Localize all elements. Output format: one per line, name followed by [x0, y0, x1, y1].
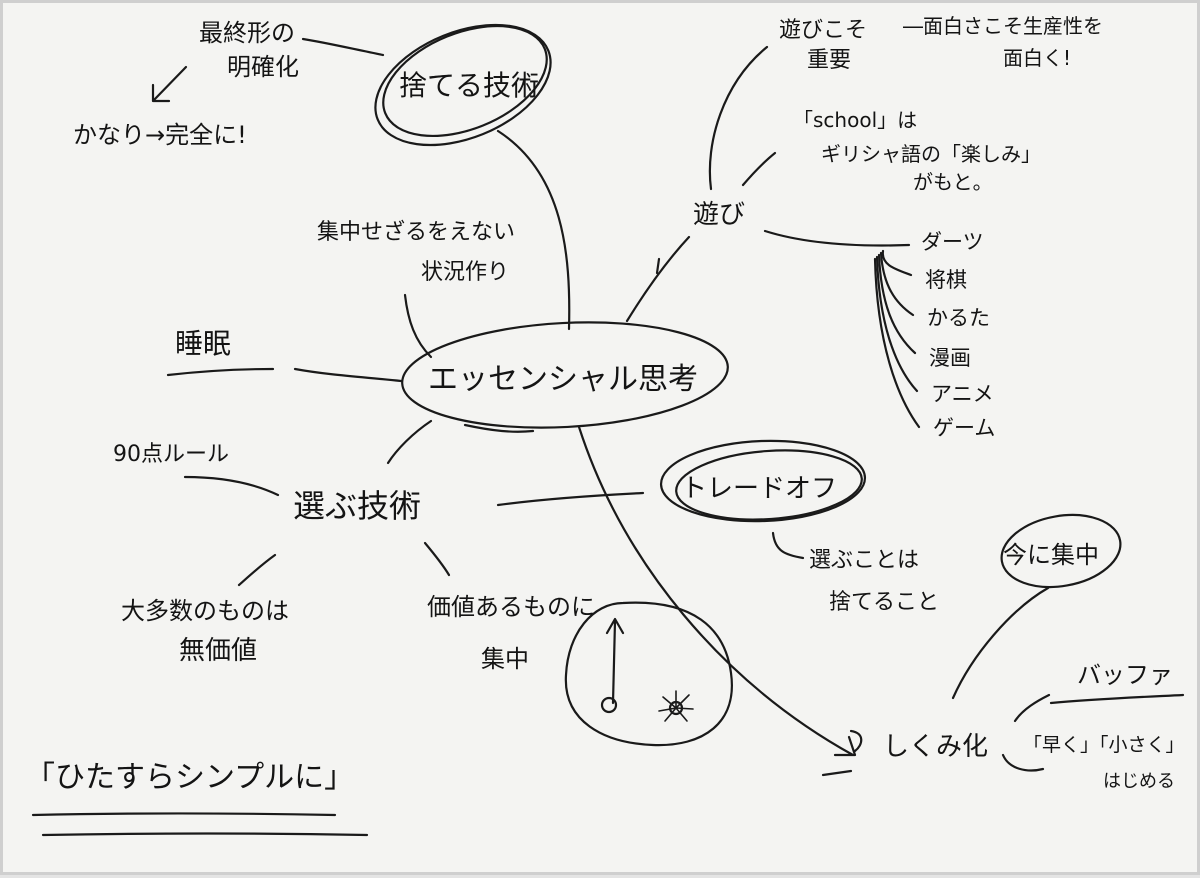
discard-ellipse	[374, 23, 552, 147]
center-label: エッセンシャル思考	[428, 362, 698, 397]
play-item-manga: 漫画	[929, 346, 971, 370]
system-start-line1: 「早く」「小さく」	[1023, 734, 1185, 756]
system-hook	[849, 729, 863, 753]
play-title: 遊び	[693, 200, 745, 230]
link-center-sleep	[293, 367, 403, 383]
tradeoff-label: トレードオフ	[681, 474, 837, 504]
link-choose-tradeoff	[496, 491, 645, 507]
item-line-3	[877, 253, 917, 355]
discard-title: 捨てる技術	[399, 69, 539, 102]
item-line-5	[873, 257, 921, 429]
link-center-discard	[496, 129, 571, 331]
footer-slogan: 「ひたすらシンプルに」	[25, 760, 354, 795]
focus-arrow	[605, 617, 625, 705]
link-center-system	[577, 425, 857, 757]
arrow-goal-complete	[151, 65, 188, 103]
sleep-label: 睡眠	[175, 327, 231, 360]
play-item-darts: ダーツ	[921, 230, 984, 254]
link-tradeoff-note	[771, 531, 805, 560]
play-item-anime: アニメ	[931, 382, 994, 406]
play-school-line3: がもと。	[913, 170, 993, 194]
link-discard-goal	[301, 37, 385, 57]
play-item-game: ゲーム	[933, 416, 995, 440]
choose-majority-line1: 大多数のものは	[121, 597, 289, 625]
buffer-underline	[1049, 693, 1185, 705]
link-center-play	[625, 235, 691, 323]
choose-valuable-line2: 集中	[481, 645, 529, 673]
tradeoff-note-line1: 選ぶことは	[809, 548, 919, 573]
system-title: しくみ化	[883, 732, 988, 762]
discard-note2: かなり→完全に!	[73, 121, 247, 149]
play-note1-line2: 重要	[807, 48, 851, 73]
discard-ellipse-inner	[382, 24, 548, 138]
choose-majority-line2: 無価値	[179, 636, 257, 666]
link-center-focusenv	[403, 293, 433, 359]
focus-env-line1: 集中せざるをえない	[317, 219, 515, 245]
play-note1-extra-line1: ―面白さこそ生産性を	[903, 14, 1103, 38]
footer-underline-1	[31, 812, 337, 817]
play-school-line1: 「school」は	[793, 108, 917, 132]
item-line-4	[875, 255, 919, 393]
center-side-mark	[463, 423, 535, 433]
center-ellipse	[401, 321, 729, 429]
focus-dot	[600, 696, 618, 714]
now-ellipse	[1000, 513, 1122, 589]
tradeoff-ellipse	[659, 439, 867, 523]
system-now: 今に集中	[1003, 541, 1099, 569]
link-play-school	[741, 151, 777, 187]
link-system-now	[951, 586, 1050, 700]
start-bracket	[1001, 753, 1045, 772]
system-start-line2: はじめる	[1103, 771, 1175, 792]
discard-note1-line1: 最終形の	[199, 19, 295, 47]
play-item-shogi: 将棋	[925, 268, 967, 292]
link-center-choose	[386, 419, 433, 465]
focus-env-line2: 状況作り	[421, 260, 509, 285]
link-system-buffer	[1013, 693, 1051, 723]
discard-note1-line2: 明確化	[227, 53, 299, 81]
link-choose-majority	[237, 553, 277, 587]
link-choose-rule	[183, 475, 280, 497]
scatter-arrows	[658, 690, 694, 722]
play-school-line2: ギリシャ語の「楽しみ」	[821, 142, 1041, 166]
link-choose-valuable	[423, 541, 451, 577]
system-mark	[821, 769, 853, 777]
mind-map: エッセンシャル思考 捨てる技術 最終形の 明確化 かなり→完全に! 集中せざるを…	[25, 14, 1185, 837]
play-item-karuta: かるた	[927, 306, 990, 330]
item-line-1	[881, 249, 913, 277]
focus-blob	[564, 601, 733, 747]
choose-rule: 90点ルール	[113, 442, 229, 467]
link-play-note1	[708, 45, 769, 191]
choose-valuable-line1: 価値あるものに	[427, 593, 595, 621]
item-line-2	[879, 251, 915, 317]
tradeoff-note-line2: 捨てること	[829, 590, 939, 615]
play-note1-line1: 遊びこそ	[779, 18, 867, 43]
play-note1-extra-line2: 面白く!	[1003, 46, 1071, 70]
link-play-items	[763, 229, 911, 247]
system-buffer: バッファ	[1077, 661, 1173, 689]
tradeoff-ellipse-inner	[675, 449, 863, 521]
footer-underline-2	[41, 832, 369, 837]
choose-title: 選ぶ技術	[293, 487, 421, 525]
sleep-underline	[166, 367, 275, 377]
